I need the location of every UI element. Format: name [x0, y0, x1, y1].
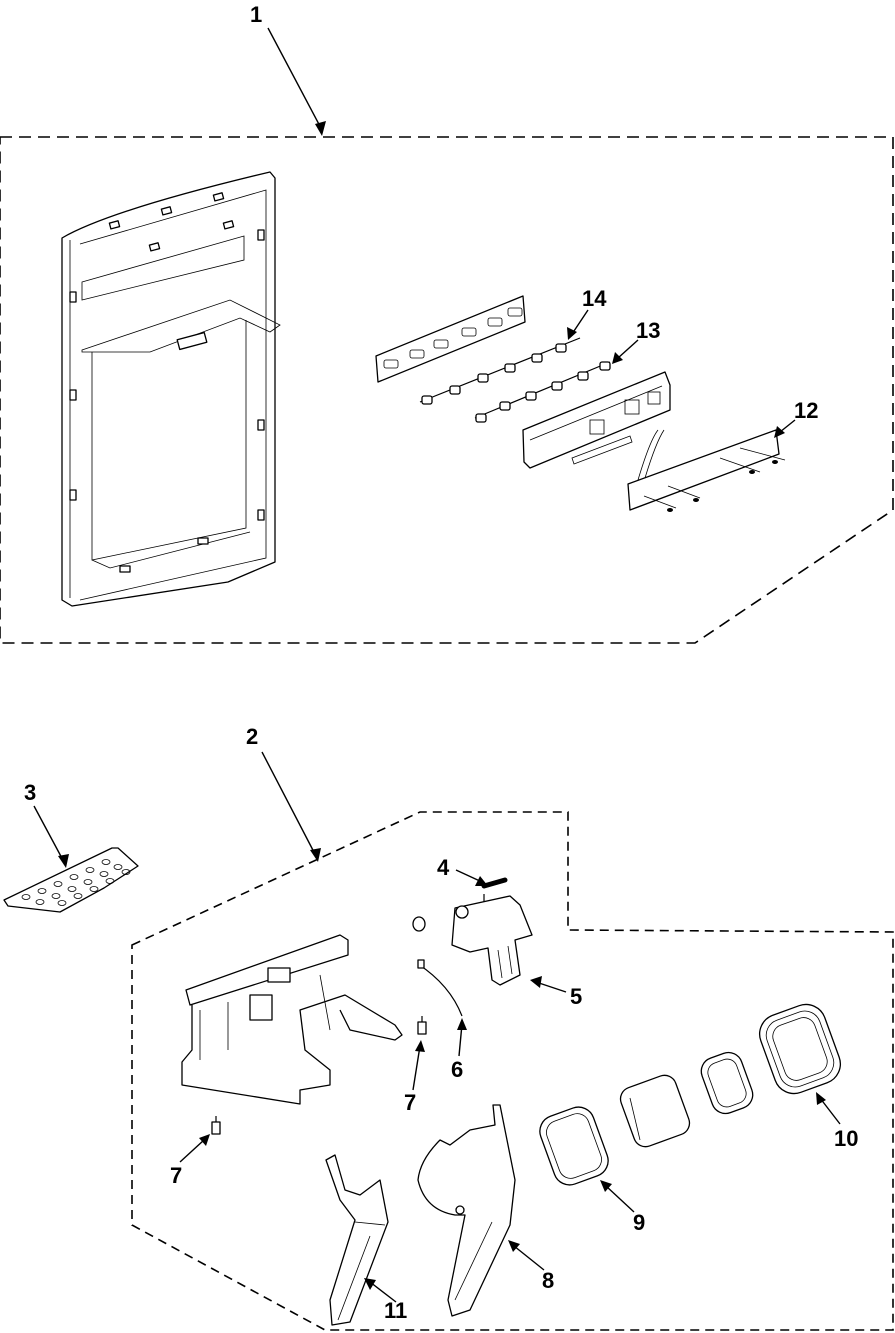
callout-12: 12 [794, 398, 818, 423]
leader-8 [508, 1240, 545, 1271]
leader-2 [261, 751, 321, 862]
gasket-part [759, 1003, 841, 1095]
callout-9: 9 [633, 1210, 645, 1235]
grommet-part [412, 916, 426, 932]
assembly-2-boundary [131, 811, 894, 1331]
callout-6: 6 [451, 1057, 463, 1082]
small-ring-part [700, 1051, 754, 1115]
leader-13 [612, 339, 639, 364]
callout-5: 5 [570, 984, 582, 1009]
water-lever-part [325, 1154, 389, 1326]
callout-1: 1 [250, 2, 262, 27]
leader-7-upper [412, 1040, 425, 1091]
callout-2: 2 [246, 724, 258, 749]
callout-8: 8 [542, 1268, 554, 1293]
leader-9 [600, 1180, 635, 1213]
leader-11 [364, 1278, 397, 1303]
dispenser-case-part [181, 934, 403, 1105]
callout-10: 10 [834, 1126, 858, 1151]
leader-3 [33, 805, 69, 868]
callout-11: 11 [384, 1298, 407, 1323]
micro-switch-part [417, 1016, 427, 1035]
key-panel-part [375, 295, 526, 383]
pcb-board-part [627, 429, 786, 512]
callout-13: 13 [636, 318, 660, 343]
leader-4 [455, 869, 488, 886]
ice-lever-part [417, 1104, 516, 1317]
callout-3: 3 [24, 780, 36, 805]
callout-14: 14 [582, 286, 607, 311]
callout-7-upper: 7 [404, 1090, 416, 1115]
assembly-1-boundary [0, 136, 894, 644]
micro-switch-part-2 [211, 1116, 221, 1135]
callout-4: 4 [437, 855, 450, 880]
leader-7-lower [179, 1134, 210, 1163]
ring-seal-part [539, 1106, 609, 1186]
wire-spring-part [417, 959, 463, 1017]
leader-6 [457, 1018, 467, 1057]
leader-1 [267, 27, 326, 136]
leader-14 [567, 309, 589, 340]
panel-frame-part [61, 171, 281, 607]
display-bracket-part [522, 371, 671, 469]
leader-5 [530, 976, 567, 993]
drip-tray-part [3, 847, 139, 913]
lever-holder-part [451, 895, 533, 986]
callout-7-lower: 7 [170, 1163, 182, 1188]
button-strip-part [419, 337, 611, 423]
leader-12 [774, 419, 796, 438]
cover-cap-part [619, 1074, 691, 1148]
leader-10 [816, 1092, 841, 1125]
